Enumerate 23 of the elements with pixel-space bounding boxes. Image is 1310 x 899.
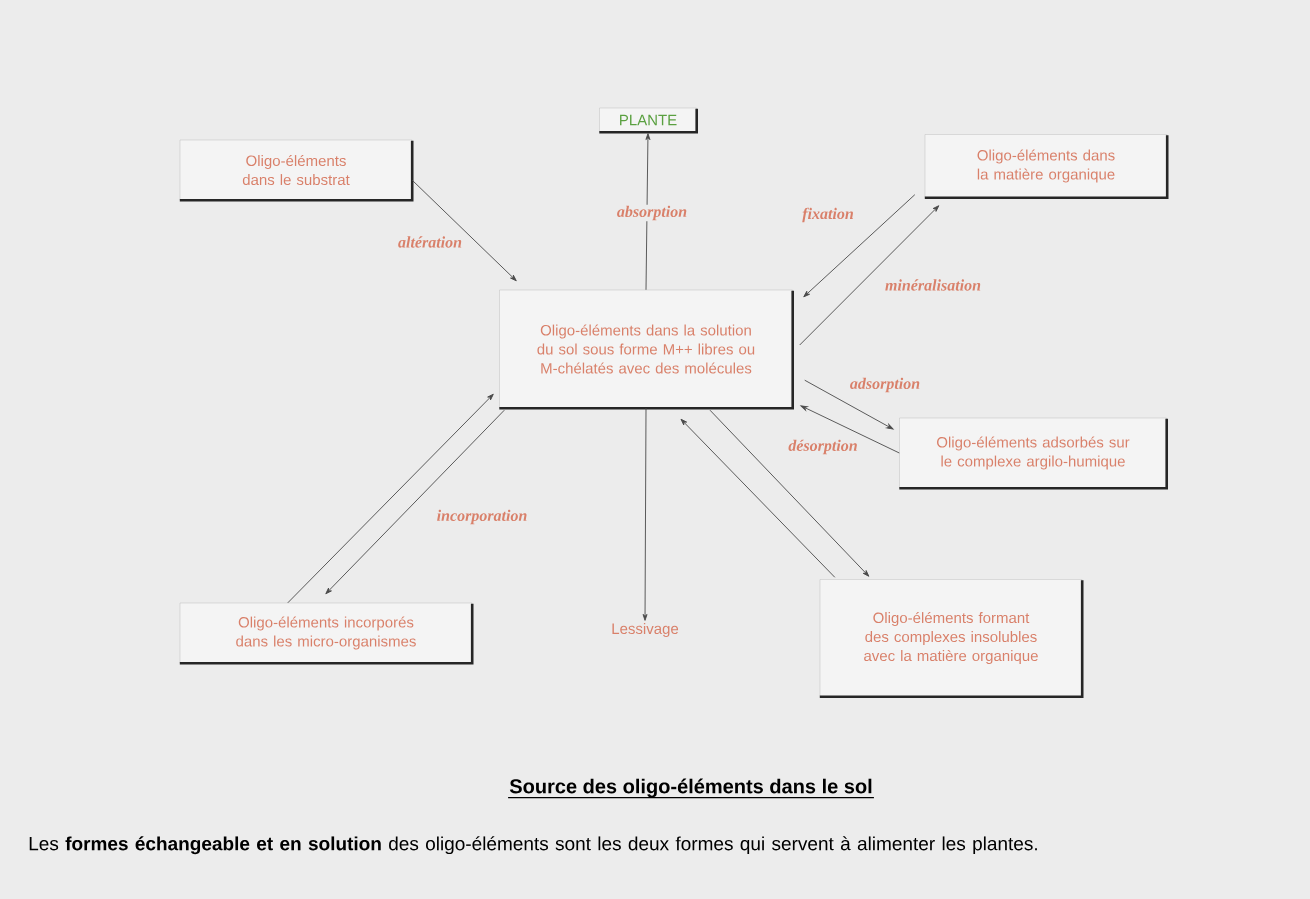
process-box: Oligo-éléments formant des complexes insolubles avec la matière organique — [819, 579, 1084, 698]
arrow — [800, 405, 900, 454]
edge-label: minéralisation — [884, 278, 982, 292]
process-box: Oligo-éléments dans le substrat — [179, 139, 414, 202]
arrow — [645, 133, 651, 291]
arrow — [411, 179, 517, 282]
process-box: Oligo-éléments incorporés dans les micro-organismes — [179, 602, 474, 665]
arrow — [709, 409, 870, 577]
arrow — [799, 205, 940, 346]
caption: Les formes échangeable et en solution des oligo-éléments sont les deux formes qui servent à alimenter les plantes. — [29, 836, 1037, 855]
arrow — [803, 194, 916, 298]
node-text: Lessivage — [612, 623, 679, 637]
process-box: Oligo-éléments dans la solution du sol sous forme M++ libres ou M-chélatés avec des molécules — [499, 289, 794, 410]
process-box: Oligo-éléments adsorbés sur le complexe argilo-humique — [899, 417, 1168, 490]
arrow — [642, 407, 648, 621]
arrow — [287, 393, 494, 604]
plant-box: PLANTE — [599, 107, 698, 134]
process-box: Oligo-éléments dans la matière organique — [924, 134, 1169, 199]
arrow — [325, 409, 505, 595]
arrow — [804, 379, 894, 430]
arrow — [680, 418, 836, 578]
title: Source des oligo-éléments dans le sol — [507, 778, 875, 799]
edge-label: altération — [397, 235, 463, 249]
